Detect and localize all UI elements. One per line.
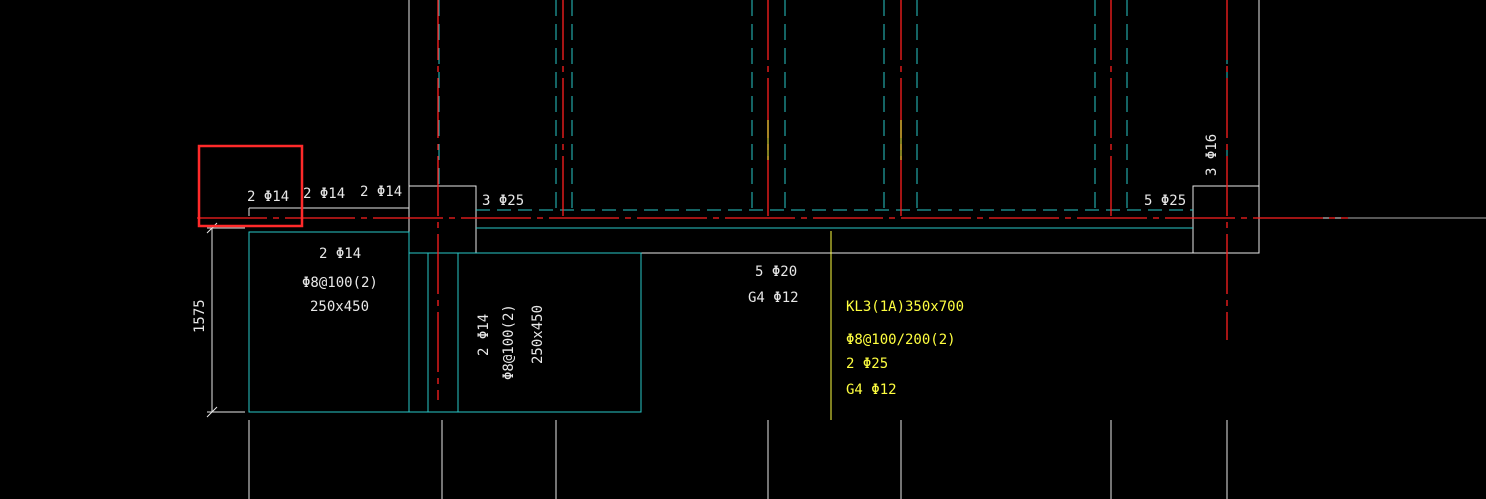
highlight-box[interactable]	[197, 144, 304, 228]
white-lines	[206, 0, 1486, 499]
label-beam-mid-top[interactable]: 3 Φ25	[482, 193, 524, 209]
cyan-lines	[248, 0, 1228, 413]
label-dimension-height[interactable]: 1575	[192, 299, 208, 333]
column-left[interactable]	[408, 185, 477, 254]
label-beam-right-top[interactable]: 5 Φ25	[1144, 193, 1186, 209]
label-beam-left-bottom[interactable]: 2 Φ14	[319, 246, 361, 262]
callout-stirrup[interactable]: Φ8@100/200(2)	[846, 332, 956, 348]
column-right[interactable]	[1192, 185, 1260, 254]
label-beam-left-section[interactable]: 250x450	[310, 299, 369, 315]
yellow-lines	[767, 120, 902, 420]
label-beam-left-top-c[interactable]: 2 Φ14	[360, 184, 402, 200]
label-beam-left-top-a[interactable]: 2 Φ14	[247, 189, 289, 205]
label-column-right-bar[interactable]: 3 Φ16	[1204, 134, 1220, 176]
label-beam-main-side[interactable]: G4 Φ12	[748, 290, 799, 306]
beam-callout: KL3(1A)350x700 Φ8@100/200(2) 2 Φ25 G4 Φ1…	[846, 299, 964, 398]
label-vert-beam-stirrup[interactable]: Φ8@100(2)	[501, 304, 517, 380]
label-vert-beam-bar[interactable]: 2 Φ14	[476, 314, 492, 356]
label-beam-left-stirrup[interactable]: Φ8@100(2)	[302, 275, 378, 291]
callout-top-bars[interactable]: 2 Φ25	[846, 356, 888, 372]
label-beam-left-top-b[interactable]: 2 Φ14	[303, 186, 345, 202]
label-beam-main-bottom[interactable]: 5 Φ20	[755, 264, 797, 280]
callout-side-bars[interactable]: G4 Φ12	[846, 382, 897, 398]
label-vert-beam-section[interactable]: 250x450	[530, 305, 546, 364]
red-centerlines	[197, 0, 1348, 400]
beam-lower-outline[interactable]	[408, 252, 642, 413]
callout-name[interactable]: KL3(1A)350x700	[846, 299, 964, 315]
